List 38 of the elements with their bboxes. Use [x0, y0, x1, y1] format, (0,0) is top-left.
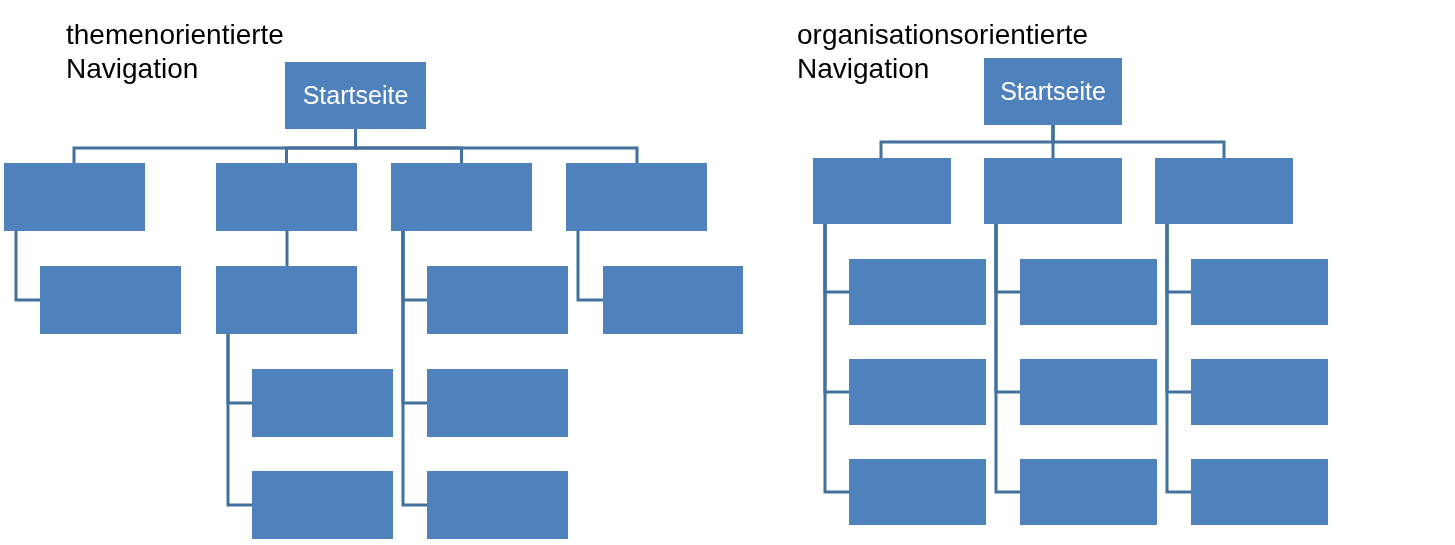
box-label: Startseite: [302, 81, 409, 110]
page-box: [427, 369, 568, 437]
page-box: [1020, 359, 1157, 425]
page-box: [1020, 259, 1157, 325]
page-box: [216, 266, 357, 334]
page-box: [1155, 158, 1293, 224]
page-box: [603, 266, 743, 334]
connector-line: [285, 231, 289, 266]
page-box: [984, 158, 1122, 224]
page-box: [40, 266, 181, 334]
page-box: [1191, 359, 1328, 425]
connector-line: [994, 224, 1020, 494]
page-box: [427, 471, 568, 539]
heading-text: themenorientierte Navigation: [66, 18, 285, 86]
page-box: [1191, 259, 1328, 325]
page-box: [849, 459, 986, 525]
connector-line: [401, 231, 427, 507]
box-label: Startseite: [1000, 77, 1106, 106]
connector-line: [226, 334, 252, 507]
page-box: [252, 369, 393, 437]
connector-line: [576, 231, 603, 302]
page-box: [566, 163, 707, 231]
page-box: [391, 163, 532, 231]
page-box: [1020, 459, 1157, 525]
page-box: [252, 471, 393, 539]
page-box: [849, 259, 986, 325]
page-box: [4, 163, 145, 231]
page-box: [427, 266, 568, 334]
connector-line: [1051, 125, 1226, 158]
connector-line: [1165, 224, 1191, 494]
page-box: [813, 158, 951, 224]
page-box: [1191, 459, 1328, 525]
start-page-box: [285, 62, 426, 129]
page-box: [216, 163, 357, 231]
connector-line: [14, 231, 40, 302]
start-page-box: [984, 58, 1122, 125]
page-box: [849, 359, 986, 425]
connector-line: [823, 224, 849, 494]
